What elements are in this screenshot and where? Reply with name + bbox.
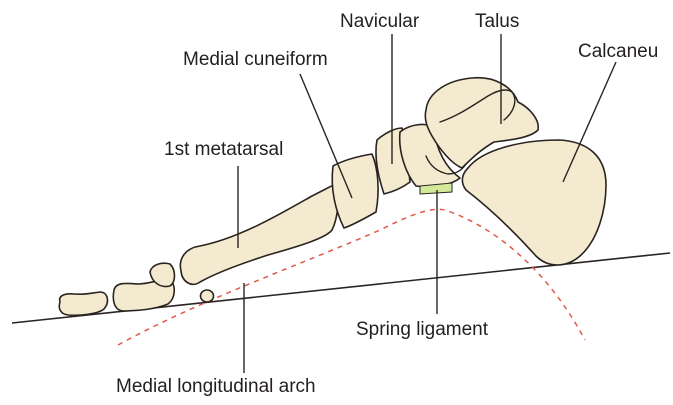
sesamoid-bone: [201, 290, 214, 302]
calcaneus-label: Calcaneu: [578, 41, 658, 62]
distal-phalanx: [59, 292, 107, 315]
first-metatarsal-label: 1st metatarsal: [164, 139, 283, 160]
calcaneus-bone: [462, 140, 606, 265]
navicular-label: Navicular: [340, 11, 420, 32]
talus-label: Talus: [475, 11, 519, 32]
first-metatarsal-bone: [180, 184, 338, 284]
spring-ligament-label: Spring ligament: [356, 319, 489, 340]
medial-cuneiform-leader: [300, 74, 352, 198]
medial-cuneiform-bone: [332, 154, 378, 228]
ground-line: [12, 253, 670, 323]
medial-longitudinal-arch-label: Medial longitudinal arch: [116, 376, 316, 397]
medial-cuneiform-label: Medial cuneiform: [183, 49, 328, 70]
